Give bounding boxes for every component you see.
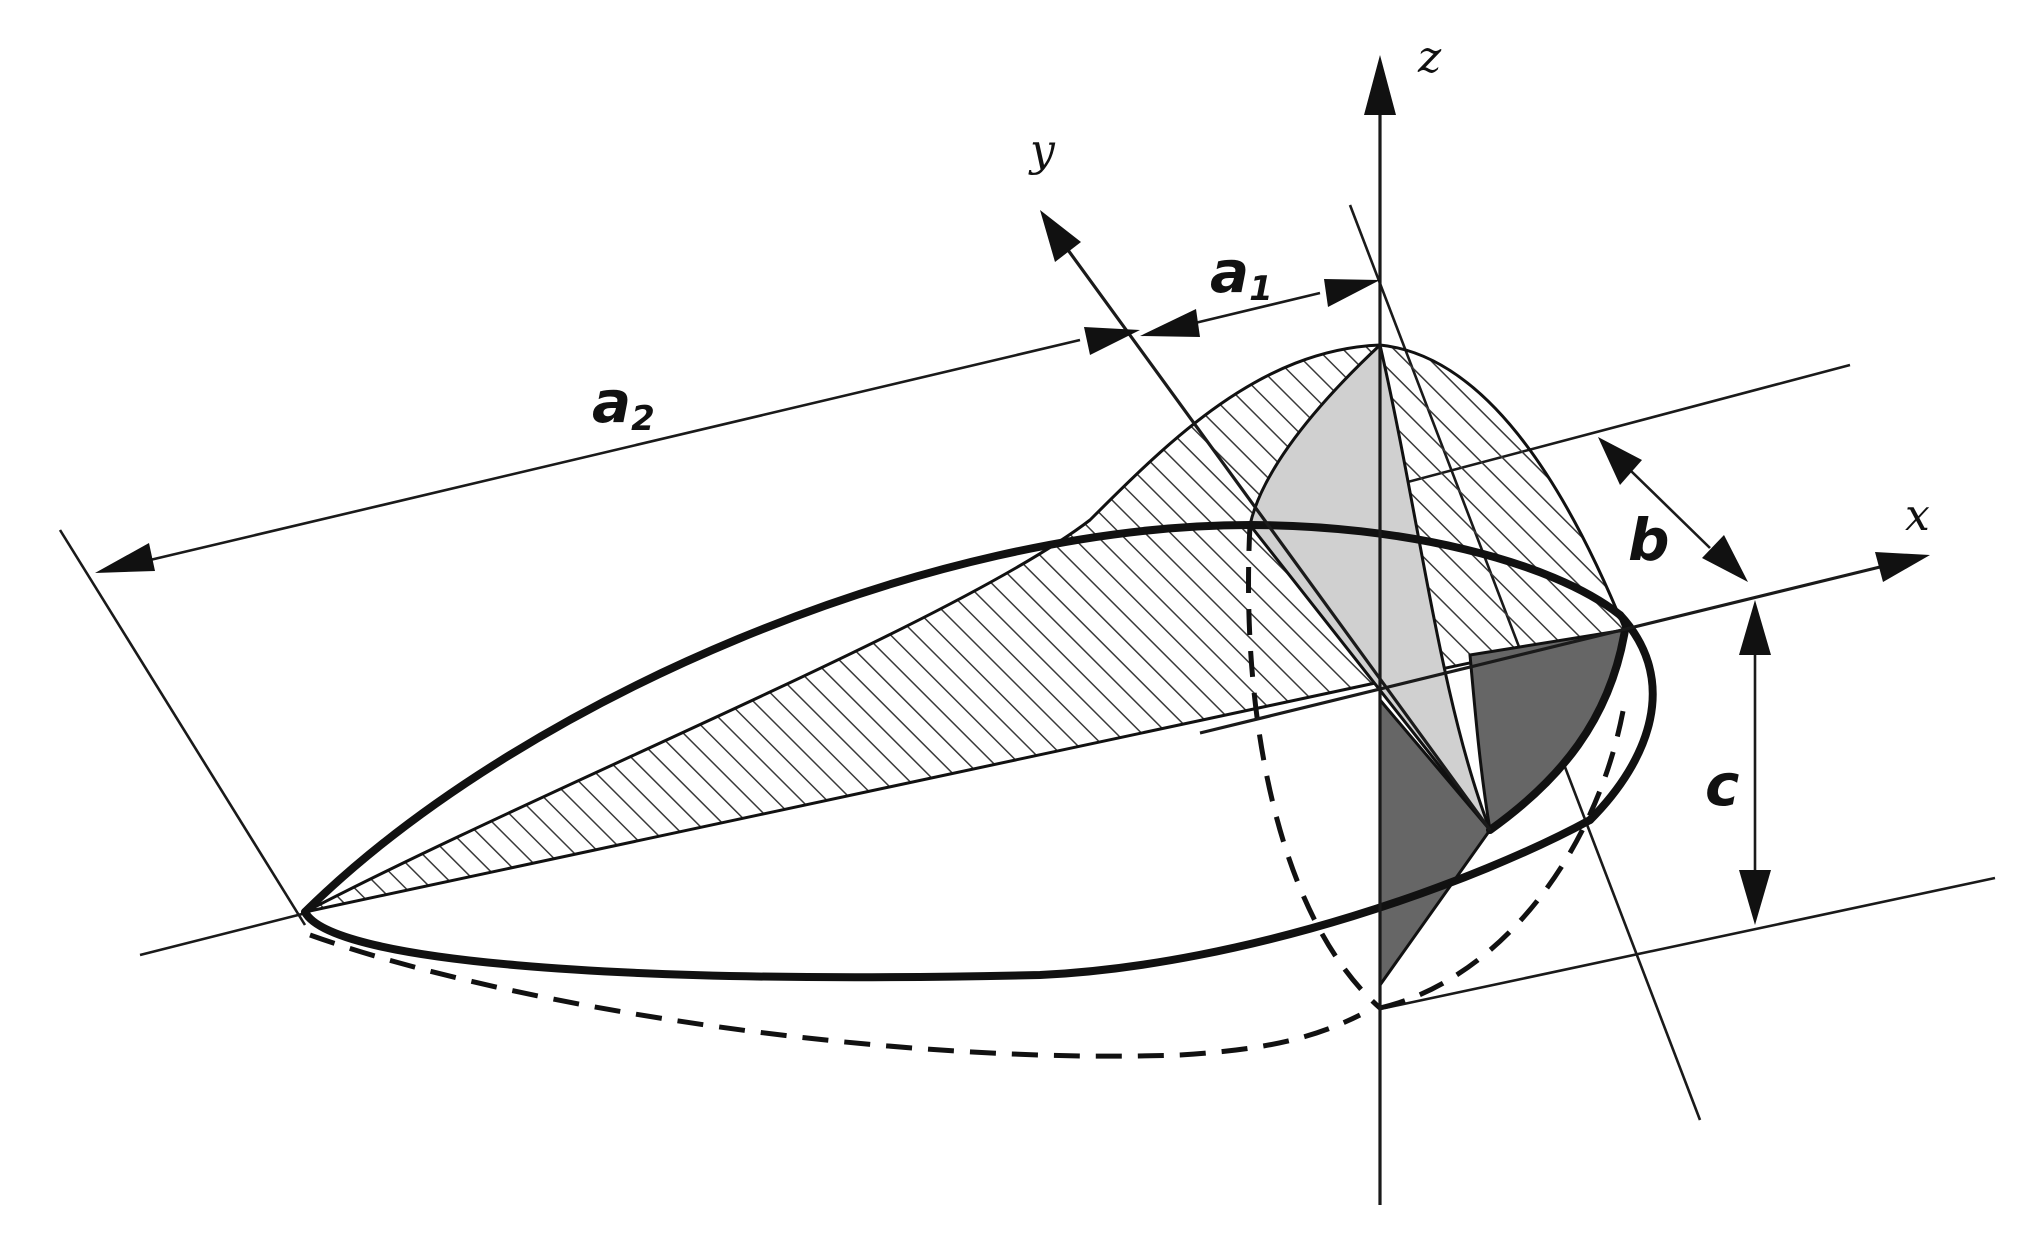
centerline-extension [139,910,311,957]
a2-arrowhead-right [1084,327,1140,355]
y-axis-arrowhead [1040,210,1081,262]
b-arrowhead-bottom [1702,535,1748,582]
b-arrowhead-top [1598,437,1642,485]
x-axis-label: x [1905,490,1930,541]
z-axis-label: z [1417,32,1442,83]
a2-arrowhead-left [95,543,155,573]
x-axis-arrowhead [1875,552,1930,582]
b-dimension-line [1629,469,1711,549]
a2-label: a2 [592,368,655,439]
a1-arrowhead-right [1324,279,1380,307]
y-axis-line [1066,249,1492,831]
upper-outline [301,521,1624,916]
front-inner-outline [1486,626,1629,834]
hidden-lower-edge [309,932,1362,1059]
bottom-reference-line [1384,876,1996,1010]
x-axis-line [1199,565,1881,735]
y-axis-label: y [1028,125,1056,176]
a1-dimension-line [1194,291,1321,325]
a1-label: a1 [1210,238,1273,309]
z-axis-arrowhead [1364,55,1396,115]
light-transverse-section [1248,342,1492,831]
a1-arrowhead-left [1140,309,1200,337]
hidden-front-edge [1379,699,1628,1011]
front-hatched-section [1378,343,1628,684]
c-label: c [1705,751,1739,819]
b-label: b [1628,506,1670,574]
c-arrowhead-top [1739,600,1771,655]
rear-hatched-section [304,343,1382,914]
lower-outline [301,816,1594,982]
a2-dimension-line [149,338,1081,562]
front-outline [1586,611,1657,824]
c-arrowhead-bottom [1739,870,1771,925]
rear-extension-line [58,529,307,926]
